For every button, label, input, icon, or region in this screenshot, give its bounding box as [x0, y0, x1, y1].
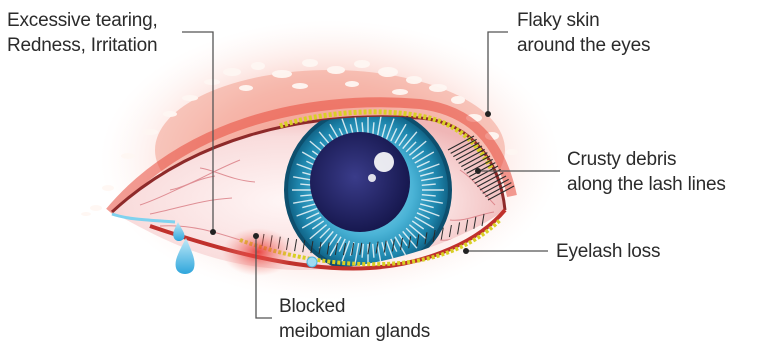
label-blocked-glands: Blocked meibomian glands — [279, 294, 430, 344]
label-crusty-debris: Crusty debris along the lash lines — [567, 147, 726, 197]
label-flaky-skin-line2: around the eyes — [517, 33, 650, 58]
label-crusty-debris-line1: Crusty debris — [567, 147, 726, 172]
label-flaky-skin-line1: Flaky skin — [517, 8, 650, 33]
label-tearing-line2: Redness, Irritation — [7, 33, 158, 58]
pupil — [310, 132, 410, 232]
label-eyelash-loss: Eyelash loss — [556, 239, 660, 264]
label-tearing-line1: Excessive tearing, — [7, 8, 158, 33]
label-blocked-glands-line2: meibomian glands — [279, 319, 430, 344]
label-crusty-debris-line2: along the lash lines — [567, 172, 726, 197]
label-flaky-skin: Flaky skin around the eyes — [517, 8, 650, 58]
pupil-highlight-large — [374, 152, 394, 172]
pupil-highlight-small — [368, 174, 376, 182]
iris — [286, 108, 450, 272]
label-tearing: Excessive tearing, Redness, Irritation — [7, 8, 158, 58]
label-eyelash-loss-line1: Eyelash loss — [556, 239, 660, 264]
tear-drop-lower — [307, 257, 317, 267]
label-blocked-glands-line1: Blocked — [279, 294, 430, 319]
